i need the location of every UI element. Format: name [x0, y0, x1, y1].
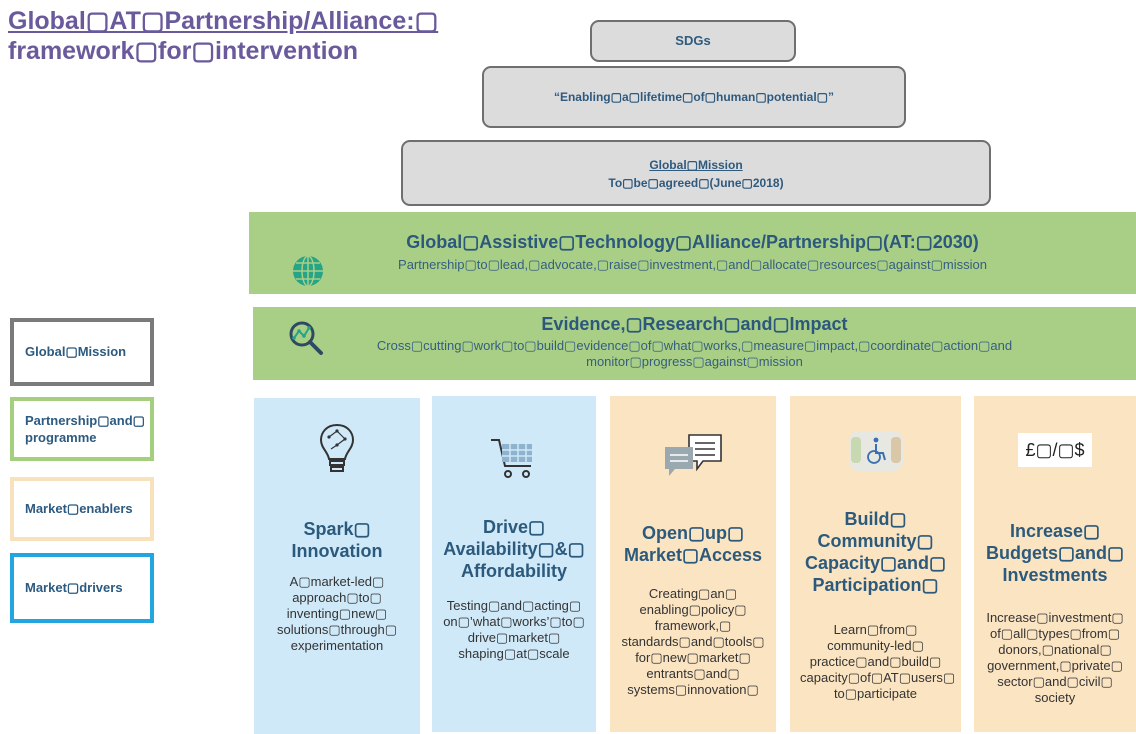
column-description: Increase▢investment▢ of▢all▢types▢from▢ … — [986, 610, 1124, 705]
alliance-subtitle: Partnership▢to▢lead,▢advocate,▢raise▢inv… — [398, 257, 987, 272]
column-heading: Drive▢ Availability▢&▢ Affordability — [443, 517, 585, 581]
column-description: A▢market-led▢ approach▢to▢ inventing▢new… — [277, 574, 397, 653]
column-increase-budgets: £▢/▢$ Increase▢ Budgets▢and▢ Investments… — [974, 396, 1136, 732]
global-mission-box: Global▢Mission To▢be▢agreed▢(June▢2018) — [401, 140, 991, 206]
legend-global-mission: Global▢Mission — [10, 318, 154, 386]
column-heading: Build▢ Community▢ Capacity▢and▢ Particip… — [804, 509, 947, 595]
currency-label: £▢/▢$ — [1018, 433, 1092, 467]
legend-partnership-label: Partnership▢and▢ programme — [25, 413, 145, 445]
column-drive-availability: Drive▢ Availability▢&▢ Affordability Tes… — [432, 396, 596, 732]
chat-bubbles-icon — [610, 426, 776, 484]
evidence-subtitle-2: monitor▢progress▢against▢mission — [586, 354, 803, 369]
column-description: Learn▢from▢ community-led▢ practice▢and▢… — [800, 622, 956, 701]
column-open-market-access: Open▢up▢ Market▢Access Creating▢an▢ enab… — [610, 396, 776, 732]
title-line-1: Global▢AT▢Partnership/Alliance:▢ — [8, 7, 439, 35]
column-heading: Spark▢ Innovation — [291, 519, 383, 561]
legend-market-enablers-label: Market▢enablers — [25, 501, 133, 516]
vision-box: “Enabling▢a▢lifetime▢of▢human▢potential▢… — [482, 66, 906, 128]
legend-market-drivers: Market▢drivers — [10, 553, 154, 623]
sdgs-label: SDGs — [675, 33, 711, 48]
legend-market-enablers: Market▢enablers — [10, 477, 154, 541]
currency-icon: £▢/▢$ — [974, 430, 1136, 470]
alliance-title: Global▢Assistive▢Technology▢Alliance/Par… — [406, 232, 979, 252]
legend-global-mission-label: Global▢Mission — [25, 344, 127, 359]
column-spark-innovation: Spark▢ Innovation A▢market-led▢ approach… — [254, 398, 420, 734]
legend-partnership: Partnership▢and▢ programme — [10, 397, 154, 461]
wheelchair-icon — [790, 422, 961, 480]
column-build-community: Build▢ Community▢ Capacity▢and▢ Particip… — [790, 396, 961, 732]
evidence-band: Evidence,▢Research▢and▢Impact Cross▢cutt… — [253, 307, 1136, 380]
evidence-title: Evidence,▢Research▢and▢Impact — [541, 314, 848, 334]
mission-title: Global▢Mission — [649, 158, 743, 172]
column-description: Creating▢an▢ enabling▢policy▢ framework,… — [621, 586, 765, 697]
shopping-cart-icon — [432, 430, 596, 488]
magnifier-chart-icon — [289, 321, 323, 355]
sdgs-box: SDGs — [590, 20, 796, 62]
column-description: Testing▢and▢acting▢ on▢’what▢works’▢to▢ … — [443, 598, 585, 661]
column-heading: Increase▢ Budgets▢and▢ Investments — [985, 521, 1124, 585]
legend-market-drivers-label: Market▢drivers — [25, 580, 123, 595]
page-title: Global▢AT▢Partnership/Alliance:▢ framewo… — [8, 6, 528, 66]
mission-subtitle: To▢be▢agreed▢(June▢2018) — [608, 176, 784, 190]
lightbulb-icon — [254, 420, 420, 478]
evidence-subtitle-1: Cross▢cutting▢work▢to▢build▢evidence▢of▢… — [376, 338, 1013, 353]
alliance-band: Global▢Assistive▢Technology▢Alliance/Par… — [249, 212, 1136, 294]
vision-label: “Enabling▢a▢lifetime▢of▢human▢potential▢… — [553, 90, 835, 104]
title-line-2: framework▢for▢intervention — [8, 37, 359, 65]
globe-icon — [293, 255, 323, 287]
column-heading: Open▢up▢ Market▢Access — [623, 523, 763, 565]
